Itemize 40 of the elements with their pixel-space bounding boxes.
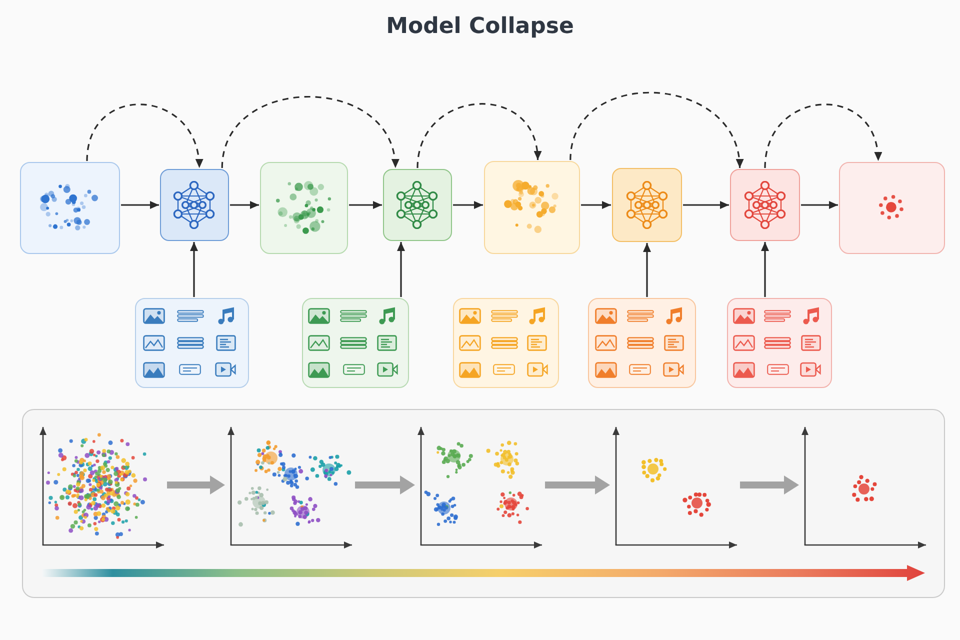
arrow bbox=[801, 201, 838, 209]
block-arrow bbox=[355, 476, 415, 494]
arrow bbox=[230, 201, 259, 209]
media-card bbox=[453, 298, 559, 388]
model-card bbox=[160, 169, 229, 241]
block-arrow bbox=[167, 476, 225, 494]
output-card bbox=[839, 162, 945, 254]
data-card bbox=[260, 162, 348, 254]
scatter-plot bbox=[39, 424, 167, 548]
data-card bbox=[20, 162, 120, 254]
block-arrow bbox=[740, 476, 799, 494]
scatter-panel bbox=[22, 409, 945, 598]
dashed-arrow bbox=[86, 104, 202, 168]
media-card bbox=[727, 298, 832, 388]
arrow bbox=[643, 243, 651, 297]
arrow bbox=[349, 201, 382, 209]
dashed-arrow bbox=[221, 96, 398, 168]
title: Model Collapse bbox=[386, 14, 574, 39]
media-card bbox=[302, 298, 409, 388]
arrow bbox=[761, 242, 769, 297]
arrow bbox=[581, 201, 611, 209]
scatter-plot bbox=[801, 424, 929, 548]
scatter-plot bbox=[417, 424, 545, 548]
arrow bbox=[121, 201, 159, 209]
arrow bbox=[453, 201, 483, 209]
model-card bbox=[612, 168, 682, 242]
dashed-arrow bbox=[416, 103, 541, 168]
data-card bbox=[484, 161, 580, 254]
model-card bbox=[383, 169, 452, 241]
block-arrow bbox=[545, 476, 610, 494]
arrow bbox=[397, 242, 405, 297]
arrow bbox=[190, 242, 198, 297]
model-card bbox=[730, 169, 800, 241]
scatter-plot bbox=[612, 424, 740, 548]
dashed-arrow bbox=[570, 92, 742, 168]
scatter-plot bbox=[227, 424, 355, 548]
dashed-arrow bbox=[764, 104, 882, 168]
media-card bbox=[135, 298, 249, 388]
arrow bbox=[683, 201, 729, 209]
media-card bbox=[588, 298, 696, 388]
